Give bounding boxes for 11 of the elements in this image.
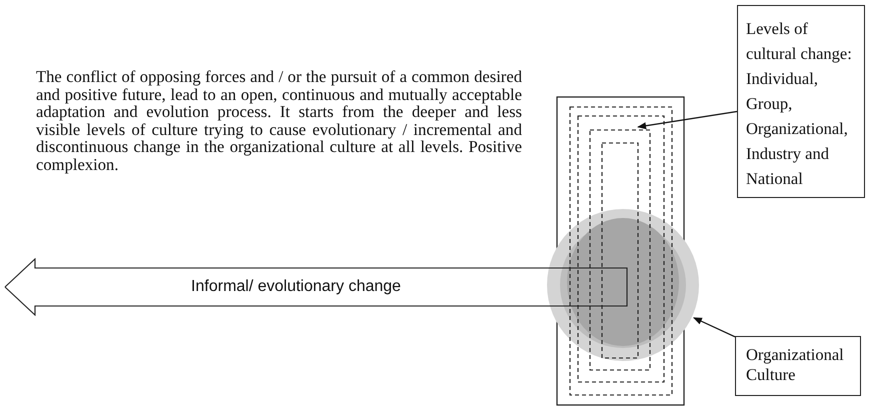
text-box (735, 336, 861, 396)
concentric-circles (547, 209, 699, 361)
hollow-arrow (4, 258, 628, 316)
box-text: Organizational Culture (746, 345, 845, 385)
box-text: Levels of cultural change: Individual, Group, Organizational, Industry and National (746, 18, 853, 190)
arrow (692, 317, 736, 338)
nested-dashed-rectangles (569, 106, 673, 396)
arrow-label: Informal/ evolutionary change (191, 278, 401, 296)
description-paragraph: The conflict of opposing forces and / or the pursuit of a common desired and positive future, lead to an open, continuous and mutually acceptable adaptation and evolution process. It starts from the deeper and less visible levels of culture trying to cause evolutionary / incremental and discontinuous change in the organizational culture at all levels. Positive complexion. (36, 68, 522, 174)
arrow (637, 110, 738, 130)
text-box (737, 5, 865, 198)
